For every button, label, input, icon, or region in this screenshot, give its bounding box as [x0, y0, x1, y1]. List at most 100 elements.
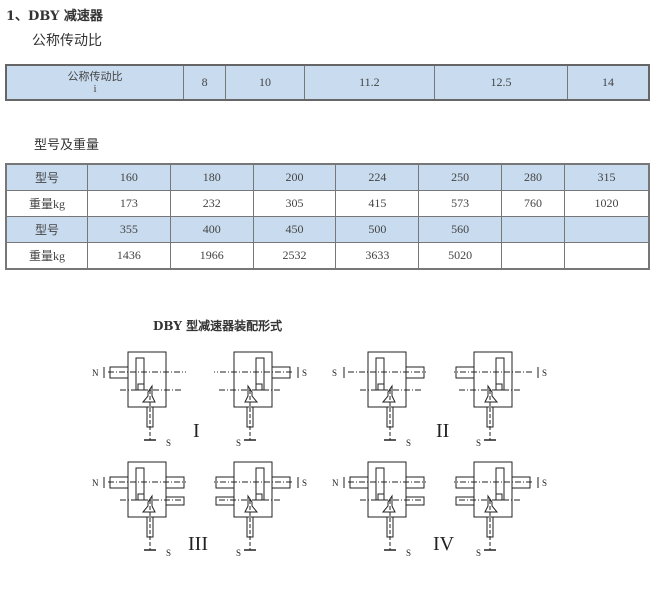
weight-heading: 型号及重量: [34, 138, 100, 153]
direction-label: N: [92, 368, 99, 378]
housing: [473, 461, 513, 518]
gear-block: [377, 383, 385, 391]
table-cell: 3633: [335, 242, 420, 270]
output-shaft-down: [486, 516, 494, 538]
housing: [473, 351, 513, 408]
table-cell: 355: [87, 216, 171, 243]
ratio-value: 8: [182, 64, 227, 101]
housing: [367, 351, 407, 408]
gear-block: [377, 493, 385, 501]
direction-label: N: [92, 478, 99, 488]
gear-shaft: [135, 467, 145, 501]
direction-label: S: [476, 548, 481, 558]
direction-label: N: [332, 478, 339, 488]
assembly-diagram: SS: [332, 351, 426, 448]
diagram-body: [454, 461, 532, 551]
direction-label: S: [406, 438, 411, 448]
assembly-diagram: NS: [92, 461, 186, 558]
table-cell: 315: [564, 163, 650, 191]
diagram-body: [348, 351, 426, 441]
direction-label: S: [302, 478, 307, 488]
ratio-value: 11.2: [303, 64, 436, 101]
direction-label: S: [542, 478, 547, 488]
table-cell: [564, 242, 650, 270]
table-cell: 500: [335, 216, 420, 243]
bevel-gear: [381, 494, 396, 513]
assembly-diagram: NS: [332, 461, 426, 558]
gear-shaft: [255, 357, 265, 391]
gear-shaft: [255, 467, 265, 501]
bevel-gear: [141, 494, 156, 513]
table-cell: 200: [252, 163, 337, 191]
diagram-body: [454, 351, 532, 441]
output-shaft-down: [246, 406, 254, 428]
gear-shaft: [495, 467, 505, 501]
gear-block: [255, 493, 263, 501]
output-shaft-down: [386, 516, 394, 538]
bevel-gear: [244, 384, 259, 403]
direction-label: S: [332, 368, 337, 378]
table-cell: [501, 216, 565, 243]
table-cell: 173: [87, 190, 171, 217]
row-label: 型号: [5, 163, 88, 191]
gear-block: [495, 493, 503, 501]
row-label: 型号: [5, 216, 88, 243]
group-label: II: [436, 420, 450, 442]
assembly-diagram: NS: [92, 351, 186, 448]
direction-label: S: [236, 548, 241, 558]
ratio-value: 12.5: [434, 64, 568, 101]
bevel-gear: [381, 384, 396, 403]
group-label: IV: [433, 533, 455, 555]
direction-label: S: [302, 368, 307, 378]
output-shaft-down: [246, 516, 254, 538]
output-shaft-down: [486, 406, 494, 428]
housing: [233, 461, 273, 518]
bevel-gear: [484, 494, 499, 513]
ratio-value: 10: [225, 64, 305, 101]
gear-block: [495, 383, 503, 391]
output-shaft-down: [146, 406, 154, 428]
row-label: 重量kg: [5, 190, 88, 217]
gear-shaft: [135, 357, 145, 391]
direction-label: S: [236, 438, 241, 448]
table-cell: 250: [418, 163, 503, 191]
output-shaft-down: [386, 406, 394, 428]
output-shaft: [405, 496, 425, 506]
direction-label: S: [166, 548, 171, 558]
bevel-gear: [141, 384, 156, 403]
diagram-body: [108, 351, 186, 441]
table-cell: 450: [252, 216, 337, 243]
output-shaft-down: [146, 516, 154, 538]
table-cell: 415: [335, 190, 420, 217]
gear-block: [137, 383, 145, 391]
direction-label: S: [406, 548, 411, 558]
table-cell: 305: [252, 190, 337, 217]
direction-label: S: [542, 368, 547, 378]
ratio-label: 公称传动比: [67, 70, 123, 83]
housing: [233, 351, 273, 408]
table-cell: 2532: [252, 242, 337, 270]
diagram-body: [108, 461, 186, 551]
table-cell: 400: [169, 216, 254, 243]
gear-shaft: [495, 357, 505, 391]
table-cell: 224: [335, 163, 420, 191]
ratio-heading: 公称传动比: [32, 33, 102, 49]
table-cell: 5020: [418, 242, 503, 270]
table-cell: 1020: [564, 190, 650, 217]
table-cell: 1966: [169, 242, 254, 270]
bevel-gear: [244, 494, 259, 513]
output-shaft: [215, 496, 235, 506]
gear-block: [137, 493, 145, 501]
assembly-diagram: SS: [454, 351, 547, 448]
table-cell: [564, 216, 650, 243]
output-shaft: [455, 496, 475, 506]
table-cell: 160: [87, 163, 171, 191]
